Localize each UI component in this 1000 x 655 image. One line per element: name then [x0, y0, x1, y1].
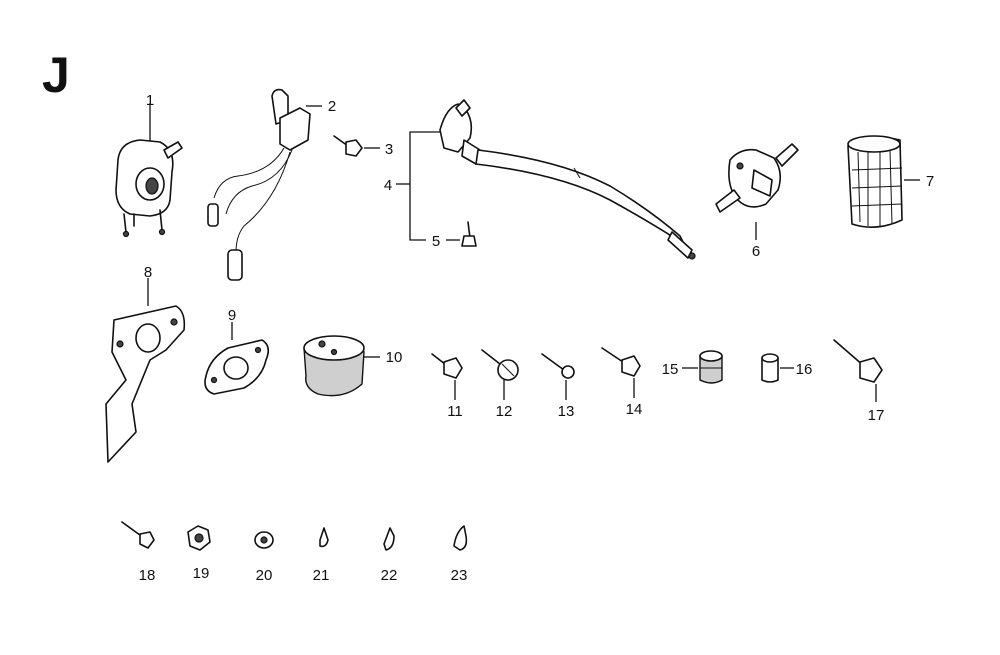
callout-20: 20: [256, 567, 273, 584]
callout-1: 1: [146, 92, 154, 109]
callout-6: 6: [752, 243, 760, 260]
callout-14: 14: [626, 401, 643, 418]
part-10-insulator[interactable]: [303, 335, 380, 397]
callout-9: 9: [228, 307, 236, 324]
callout-15: 15: [662, 361, 679, 378]
callout-2: 2: [328, 98, 336, 115]
part-16-collar[interactable]: [761, 353, 794, 383]
part-15-grommet[interactable]: [682, 350, 723, 384]
callout-4: 4: [384, 177, 392, 194]
part-13-bolt[interactable]: [541, 353, 575, 400]
part-4-fuel-cock-assembly[interactable]: [396, 99, 696, 260]
callout-10: 10: [386, 349, 403, 366]
callout-13: 13: [558, 403, 575, 420]
callout-8: 8: [144, 264, 152, 281]
callout-5: 5: [432, 233, 440, 250]
callout-23: 23: [451, 567, 468, 584]
part-14-flange-bolt[interactable]: [601, 347, 641, 398]
part-12-screw[interactable]: [481, 349, 519, 400]
part-7-fuel-filter[interactable]: [847, 135, 920, 228]
part-19-nut[interactable]: [187, 525, 211, 551]
callout-11: 11: [447, 403, 463, 420]
callout-7: 7: [926, 173, 934, 190]
part-17-flange-bolt[interactable]: [833, 339, 883, 402]
section-letter: J: [42, 47, 70, 103]
callout-17: 17: [868, 407, 885, 424]
part-20-washer[interactable]: [254, 531, 274, 549]
part-9-gasket[interactable]: [204, 322, 270, 395]
callout-18: 18: [139, 567, 156, 584]
part-2-coil-assembly[interactable]: [207, 88, 322, 281]
callout-3: 3: [385, 141, 393, 158]
part-22-clip[interactable]: [383, 527, 395, 551]
callout-19: 19: [193, 565, 210, 582]
part-21-clip[interactable]: [319, 527, 329, 548]
part-3-bolt[interactable]: [333, 135, 380, 157]
part-5-screw[interactable]: [446, 221, 477, 247]
callout-21: 21: [313, 567, 330, 584]
part-6-fuel-valve[interactable]: [715, 143, 799, 240]
callout-12: 12: [496, 403, 513, 420]
part-18-bolt[interactable]: [121, 521, 155, 549]
part-8-bracket[interactable]: [105, 278, 186, 463]
callout-16: 16: [796, 361, 813, 378]
part-11-bolt[interactable]: [431, 353, 463, 400]
part-1-fuel-pump[interactable]: [115, 103, 183, 238]
callout-22: 22: [381, 567, 398, 584]
part-23-clip[interactable]: [453, 525, 468, 551]
